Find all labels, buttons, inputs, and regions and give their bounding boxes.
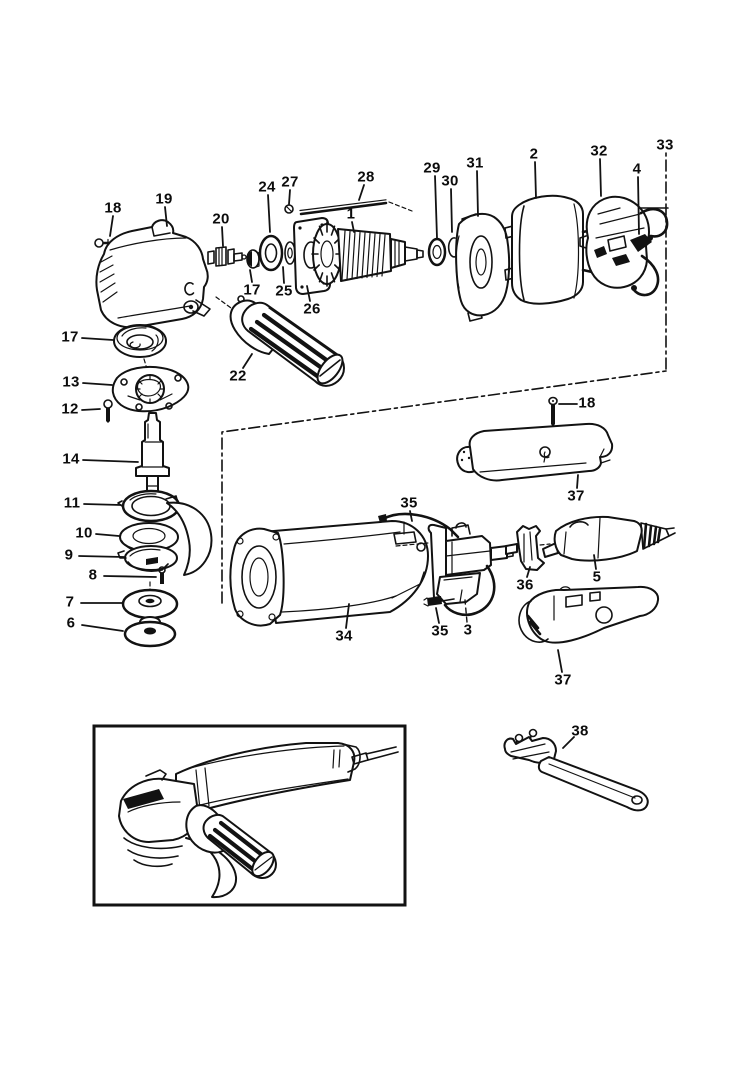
callout-leader-36 (526, 566, 531, 578)
bracket-36-art (505, 525, 551, 571)
section-boundary-lines (221, 151, 667, 604)
top-cover-37-art (456, 422, 614, 482)
callout-leader-10 (95, 533, 120, 537)
gearcase-cover-13-art (111, 365, 190, 413)
assembled-view-inset (92, 724, 407, 907)
callout-leader-12 (81, 408, 101, 411)
callout-leader-35 (409, 510, 413, 522)
callout-leader-13 (82, 382, 113, 386)
callout-leader-2 (534, 161, 537, 199)
armature-1-art (311, 221, 424, 287)
clamp-nut-6-art (123, 616, 177, 648)
callout-leader-34 (345, 603, 350, 629)
callout-leader-35 (435, 607, 440, 624)
callout-leader-29 (434, 175, 438, 239)
callout-leader-3 (464, 599, 468, 623)
callout-leader-19 (164, 206, 168, 227)
callout-leader-37 (576, 474, 579, 489)
callout-leader-24 (267, 194, 271, 233)
callout-leader-37 (557, 649, 563, 673)
carbon-brush-4-art (630, 234, 652, 252)
small-gear-17-art (246, 249, 260, 269)
callout-leader-layer (78, 158, 640, 749)
side-handle-22-art (215, 295, 345, 387)
callout-leader-1 (351, 221, 355, 233)
flange-9-art (117, 545, 178, 572)
callout-leader-38 (562, 736, 575, 749)
callout-leader-28 (358, 184, 365, 201)
screw-27-art (284, 204, 294, 214)
pinion-gear-20-art (207, 246, 247, 267)
gear-housing-art (95, 219, 211, 329)
callout-leader-9 (78, 555, 125, 558)
callout-leader-4 (637, 176, 640, 235)
callout-leader-14 (82, 459, 139, 463)
callout-leader-17 (249, 269, 253, 283)
motor-housing-34-art (229, 520, 429, 627)
callout-leader-32 (599, 158, 602, 197)
backing-washer-7-art (121, 588, 179, 620)
bottom-cover-37-art (518, 585, 660, 644)
callout-leader-26 (306, 285, 311, 302)
callout-leader-17 (81, 337, 114, 341)
wheel-guard-10-art (119, 495, 213, 576)
field-coil-2-art (504, 194, 594, 305)
lead-wires-33-art (631, 207, 669, 297)
screw-12-art (103, 399, 113, 423)
switch-handle-5-art (542, 515, 676, 562)
assembled-grinder-art (118, 742, 399, 899)
bearing-29-art (427, 237, 447, 267)
callout-leader-22 (242, 353, 253, 369)
callout-leader-20 (221, 226, 224, 247)
pin-wrench-38-art (503, 728, 649, 812)
callout-leader-5 (593, 554, 597, 570)
wire-connector-35-bottom-art (423, 596, 455, 607)
callout-leader-30 (450, 188, 453, 233)
callout-leader-18 (109, 215, 114, 237)
through-bolt-28-art (299, 199, 413, 216)
ring-30-art (447, 237, 458, 258)
baffle-housing-31-art (455, 212, 511, 322)
switch-3-art (427, 522, 514, 617)
callout-leader-25 (282, 266, 285, 284)
callout-leader-27 (288, 189, 291, 205)
callout-leader-8 (103, 575, 157, 578)
callout-leader-6 (81, 624, 124, 632)
spindle-14-art (135, 412, 170, 499)
end-bracket-32-art (579, 195, 650, 289)
callout-leader-31 (476, 170, 479, 217)
callout-leader-11 (83, 503, 122, 506)
bearing-24-art (258, 234, 284, 272)
clutch-disc-17-art (113, 324, 167, 370)
washer-25-art (284, 241, 296, 265)
wire-35-top-art (378, 512, 460, 539)
